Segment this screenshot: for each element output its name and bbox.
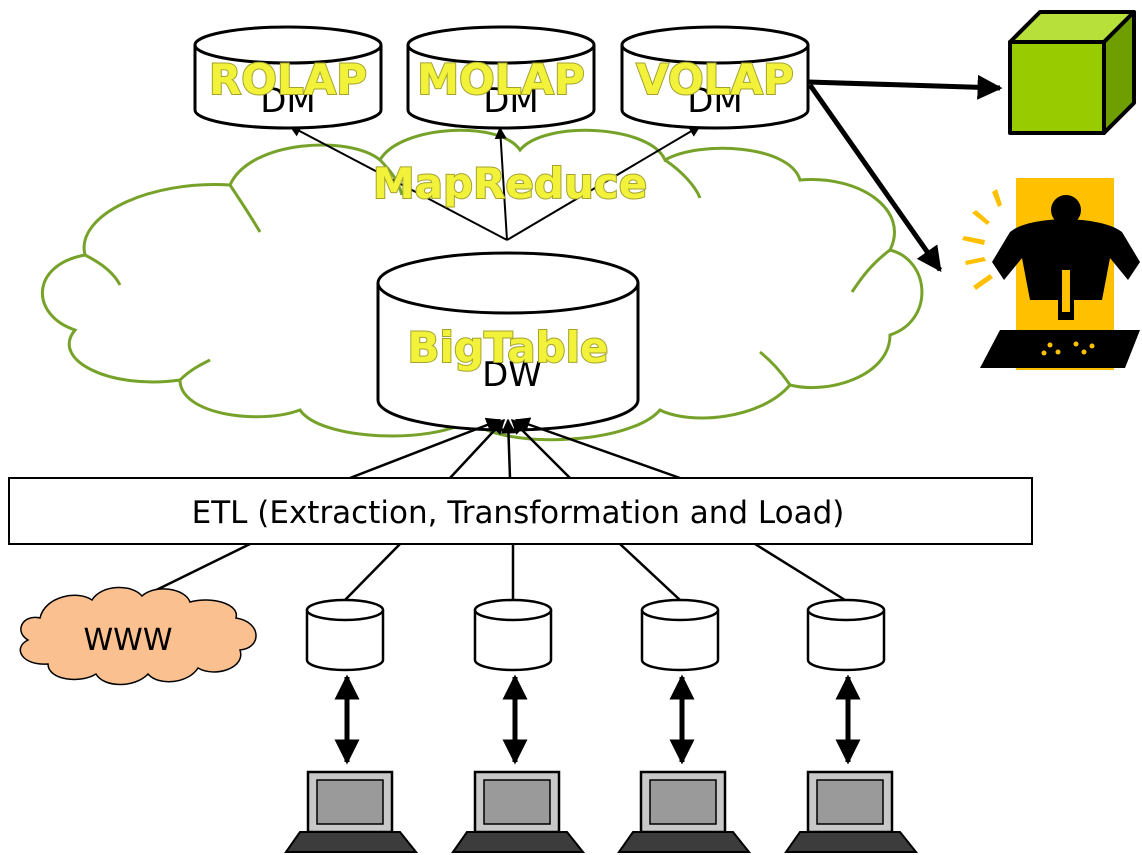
source-to-etl-lines <box>139 542 846 602</box>
laptop-icon <box>617 770 752 853</box>
drilling-worker-icon <box>962 178 1140 370</box>
arrow-to-cube <box>807 74 1003 100</box>
datamart-label: DM <box>260 81 316 121</box>
datamart-molap: DM MOLAP <box>406 25 596 130</box>
www-label: WWW <box>84 623 173 658</box>
datamart-label: DM <box>687 81 743 121</box>
source-database <box>640 598 720 672</box>
molap-label: MOLAP <box>417 55 585 104</box>
arrow-to-worker <box>807 83 943 273</box>
data-warehouse: DW BigTable <box>376 251 640 432</box>
laptop-icon <box>284 770 419 853</box>
source-database <box>305 598 385 672</box>
etl-label: ETL (Extraction, Transformation and Load… <box>192 495 845 531</box>
www-cloud: WWW <box>19 586 257 686</box>
olap-cube-icon <box>1008 10 1136 135</box>
source-database <box>473 598 553 672</box>
laptop-icon <box>784 770 919 853</box>
volap-label: VOLAP <box>636 55 794 104</box>
arrow-dw-to-volap <box>506 125 702 241</box>
laptop-icon <box>451 770 586 853</box>
db-laptop-arrows <box>334 674 861 765</box>
bigtable-label: BigTable <box>408 323 609 372</box>
datamart-volap: DM VOLAP <box>620 25 810 130</box>
etl-box: ETL (Extraction, Transformation and Load… <box>8 477 1033 545</box>
volap-output-arrows <box>807 74 1003 273</box>
arrow-dw-to-rolap <box>288 125 508 241</box>
datamart-label: DM <box>483 81 539 121</box>
dw-label: DW <box>482 355 542 395</box>
datamart-rolap: DM ROLAP <box>193 25 383 130</box>
arrow-dw-to-molap <box>494 126 508 241</box>
mapreduce-arrows <box>288 125 702 241</box>
etl-to-dw-arrows <box>349 417 681 480</box>
mapreduce-label: MapReduce <box>373 159 647 208</box>
rolap-label: ROLAP <box>209 55 367 104</box>
source-database <box>806 598 886 672</box>
